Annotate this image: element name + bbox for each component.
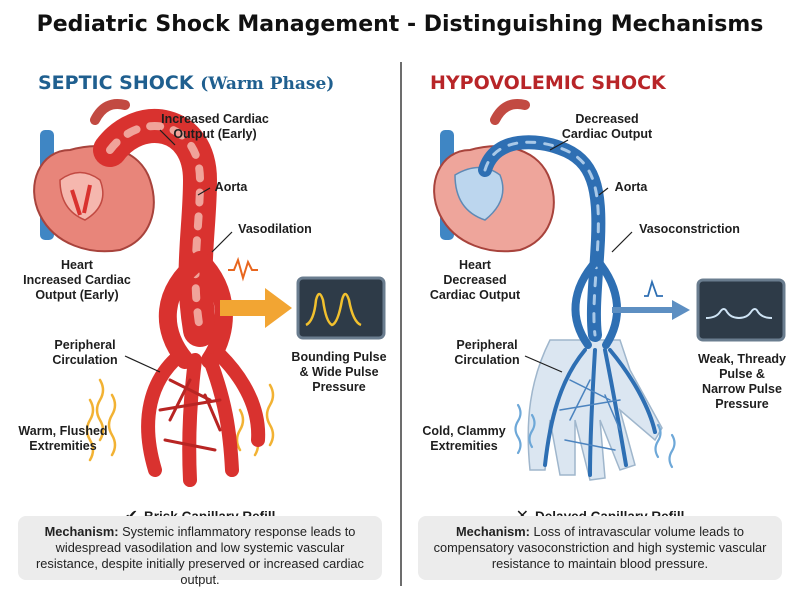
weak-pulse-monitor-icon (696, 278, 786, 342)
septic-label-extremities: Warm, Flushed Extremities (18, 424, 108, 453)
septic-illustration (33, 99, 386, 487)
hypovolemic-label-pulse: Weak, Thready Pulse & Narrow Pulse Press… (697, 352, 786, 411)
vessel-tree (93, 109, 266, 487)
hypovolemic-mechanism-box: Mechanism: Loss of intravascular volume … (418, 516, 782, 580)
hypovolemic-label-cardiac-output: Decreased Cardiac Output (561, 112, 653, 141)
hypovolemic-label-aorta: Aorta (614, 180, 648, 194)
panel-divider (400, 62, 402, 586)
hypovolemic-heading: HYPOVOLEMIC SHOCK (430, 72, 666, 94)
hypovolemic-label-vasoconstriction: Vasoconstriction (639, 222, 740, 236)
heart-icon (433, 99, 555, 253)
septic-mechanism-box: Mechanism: Systemic inflammatory respons… (18, 516, 382, 587)
hypovolemic-label-peripheral: Peripheral Circulation (454, 338, 520, 367)
septic-label-pulse: Bounding Pulse & Wide Pulse Pressure (291, 350, 387, 394)
hypovolemic-mechanism-text: Loss of intravascular volume leads to co… (433, 524, 767, 571)
heart-icon (33, 99, 155, 253)
septic-label-heart: Heart Increased Cardiac Output (Early) (23, 258, 131, 302)
page-title: Pediatric Shock Management - Distinguish… (36, 12, 764, 37)
hypovolemic-mechanism-label: Mechanism: (455, 524, 530, 539)
hypovolemic-heading-main: HYPOVOLEMIC SHOCK (430, 72, 666, 94)
label-leader-lines (124, 129, 233, 373)
hypovolemic-illustration (433, 99, 786, 481)
pulse-wave-icon (228, 256, 258, 282)
cold-wave-icon (514, 403, 676, 469)
septic-panel: SEPTIC SHOCK (Warm Phase) (18, 72, 387, 587)
septic-label-vasodilation: Vasodilation (238, 222, 312, 236)
vessel-tree (478, 135, 657, 477)
septic-mechanism-text: Systemic inflammatory response leads to … (36, 524, 364, 587)
pulse-arrow-icon (220, 288, 292, 328)
septic-heading-sub: (Warm Phase) (200, 74, 335, 94)
septic-heading-main: SEPTIC SHOCK (38, 72, 194, 94)
hypovolemic-label-heart: Heart Decreased Cardiac Output (429, 258, 521, 302)
label-leader-lines (524, 139, 633, 373)
pulse-wave-icon (644, 279, 663, 297)
septic-label-peripheral: Peripheral Circulation (52, 338, 118, 367)
septic-label-aorta: Aorta (214, 180, 248, 194)
septic-heading: SEPTIC SHOCK (Warm Phase) (38, 72, 334, 94)
pulse-arrow-icon (612, 300, 690, 320)
hypovolemic-label-extremities: Cold, Clammy Extremities (422, 424, 506, 453)
septic-label-cardiac-output: Increased Cardiac Output (Early) (161, 112, 269, 141)
hypovolemic-panel: HYPOVOLEMIC SHOCK (400, 0, 800, 600)
bounding-pulse-monitor-icon (296, 276, 386, 340)
septic-mechanism-label: Mechanism: (44, 524, 119, 539)
